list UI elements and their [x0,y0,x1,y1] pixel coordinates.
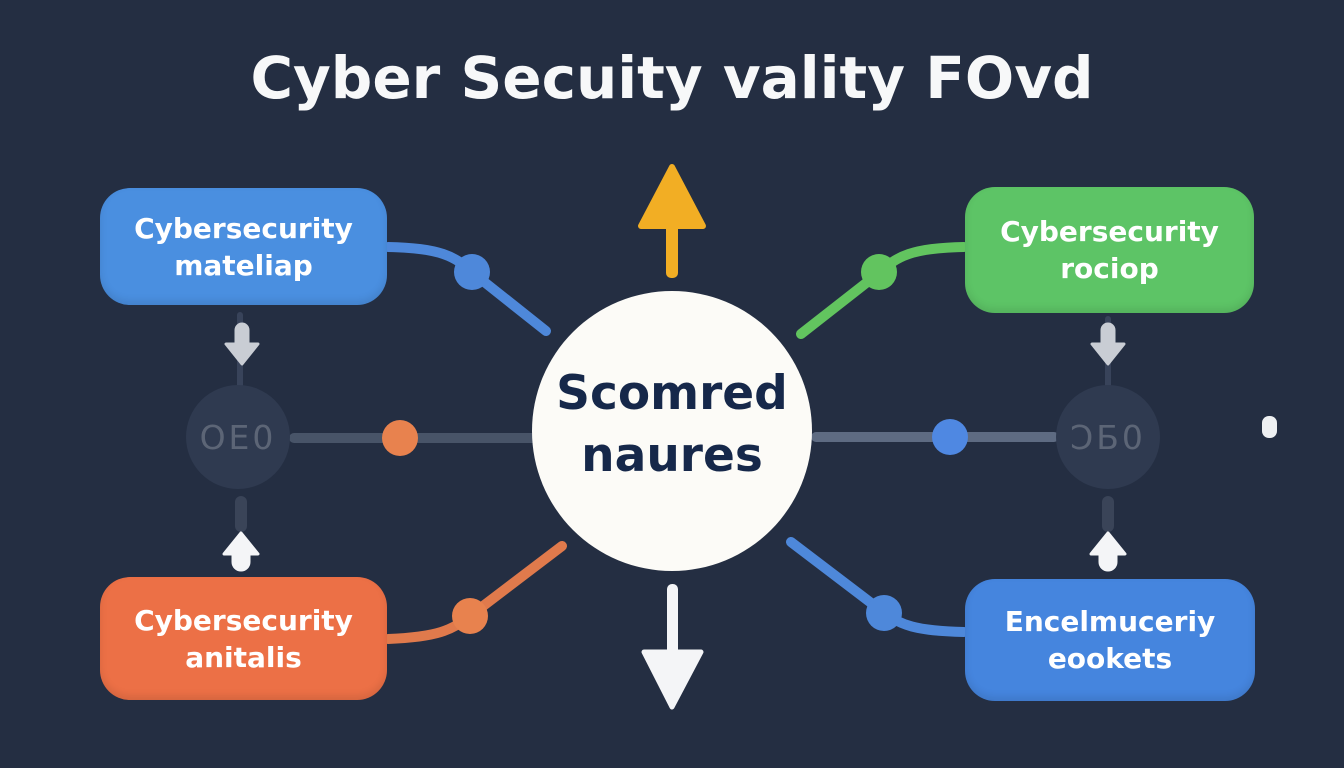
right-arrow-down-icon [1090,322,1126,366]
dot-left-orange [382,420,418,456]
node-label-line: anitalis [185,640,302,674]
arrow-up-stem [666,220,678,278]
node-label-line: Encelmuceriy [1004,605,1216,638]
arrow-down-head [641,649,704,710]
node-label-line: Cybersecurity [1000,215,1219,248]
node-label-line: mateliap [174,248,313,282]
center-label-line: Scomred [556,366,788,421]
arrow-down-stem [667,584,678,658]
dot-top-left-blue [454,254,490,290]
node-bottom-right: Encelmuceriy eookets [965,579,1255,701]
arrow-up-head [638,164,706,229]
node-label-line: Cybersecurity [134,211,353,245]
node-label-line: Cybersecurity [134,603,353,637]
left-arrow-up-icon [222,531,260,572]
dot-bottom-right-blue [866,595,902,631]
center-label-line: naures [581,428,763,483]
node-bottom-left: Cybersecurity anitalis [100,577,387,700]
node-label-line: eookets [1047,642,1173,675]
dot-right-blue [932,419,968,455]
right-arrow-up-icon [1089,531,1127,572]
arrow-up-icon [638,164,706,278]
left-side-circle-label: OE0 [199,417,277,457]
left-side-circle: OE0 [186,385,290,489]
dot-top-right-green [861,254,897,290]
left-lower-stem [235,496,247,532]
node-label-line: rociop [1060,252,1159,285]
right-side-circle: ƆБ0 [1056,385,1160,489]
left-arrow-down-icon [224,322,260,366]
node-top-left: Cybersecurity mateliap [100,188,387,305]
right-side-circle-label: ƆБ0 [1070,417,1146,457]
node-top-right: Cybersecurity rociop [965,187,1254,313]
center-node: Scomred naures [532,291,812,571]
page-title: Cyber Secuity vality FOvd [250,44,1094,112]
arrow-down-icon [641,584,704,710]
right-lower-stem [1102,496,1114,532]
center-node-label: Scomred naures [556,363,788,487]
right-edge-tick [1262,416,1277,438]
dot-bottom-left-orange [452,598,488,634]
